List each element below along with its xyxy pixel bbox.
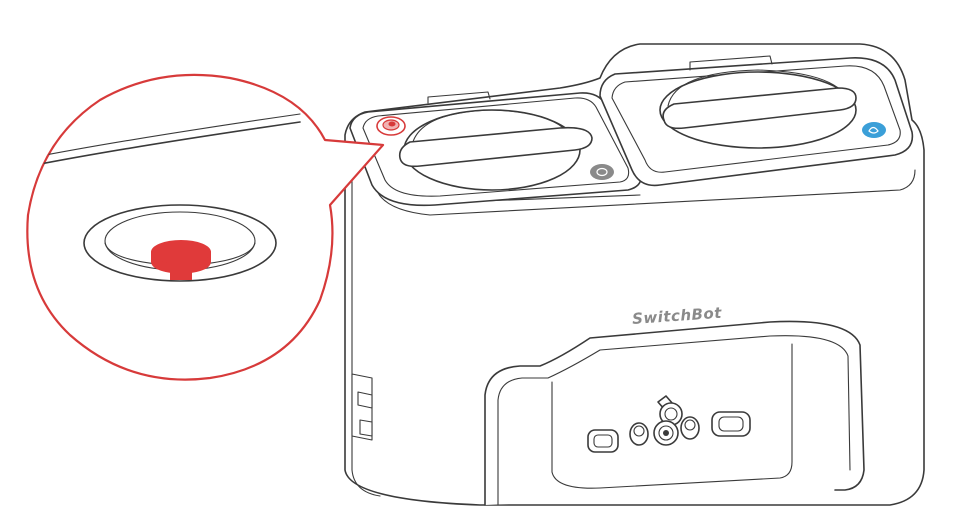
rectangular-port-right [711, 411, 751, 437]
round-port-left [629, 422, 649, 446]
zoom-lid-edge [27, 121, 301, 169]
left-lid-rim [362, 97, 630, 197]
rectangular-port-left [587, 429, 619, 453]
top-seam [374, 169, 916, 216]
connector-panel [551, 343, 793, 489]
left-tank-handle [398, 126, 593, 168]
left-side-edge [351, 159, 381, 497]
dock-opening-inner [497, 335, 851, 506]
round-port-right [680, 416, 700, 440]
right-lid-rim [611, 65, 901, 173]
left-lid-notch [427, 91, 491, 104]
power-button[interactable] [376, 116, 406, 136]
charging-contacts [653, 395, 683, 446]
right-lid-notch [689, 55, 773, 71]
clean-water-icon [590, 164, 614, 180]
zoom-callout [26, 73, 385, 381]
base-station: SwitchBot [344, 43, 925, 506]
side-latch [351, 373, 373, 441]
right-tank-handle [662, 87, 857, 130]
dirty-water-icon [862, 122, 886, 138]
callout-zoom-content [27, 113, 301, 282]
zoom-power-button[interactable] [151, 240, 211, 280]
ports [587, 395, 751, 453]
